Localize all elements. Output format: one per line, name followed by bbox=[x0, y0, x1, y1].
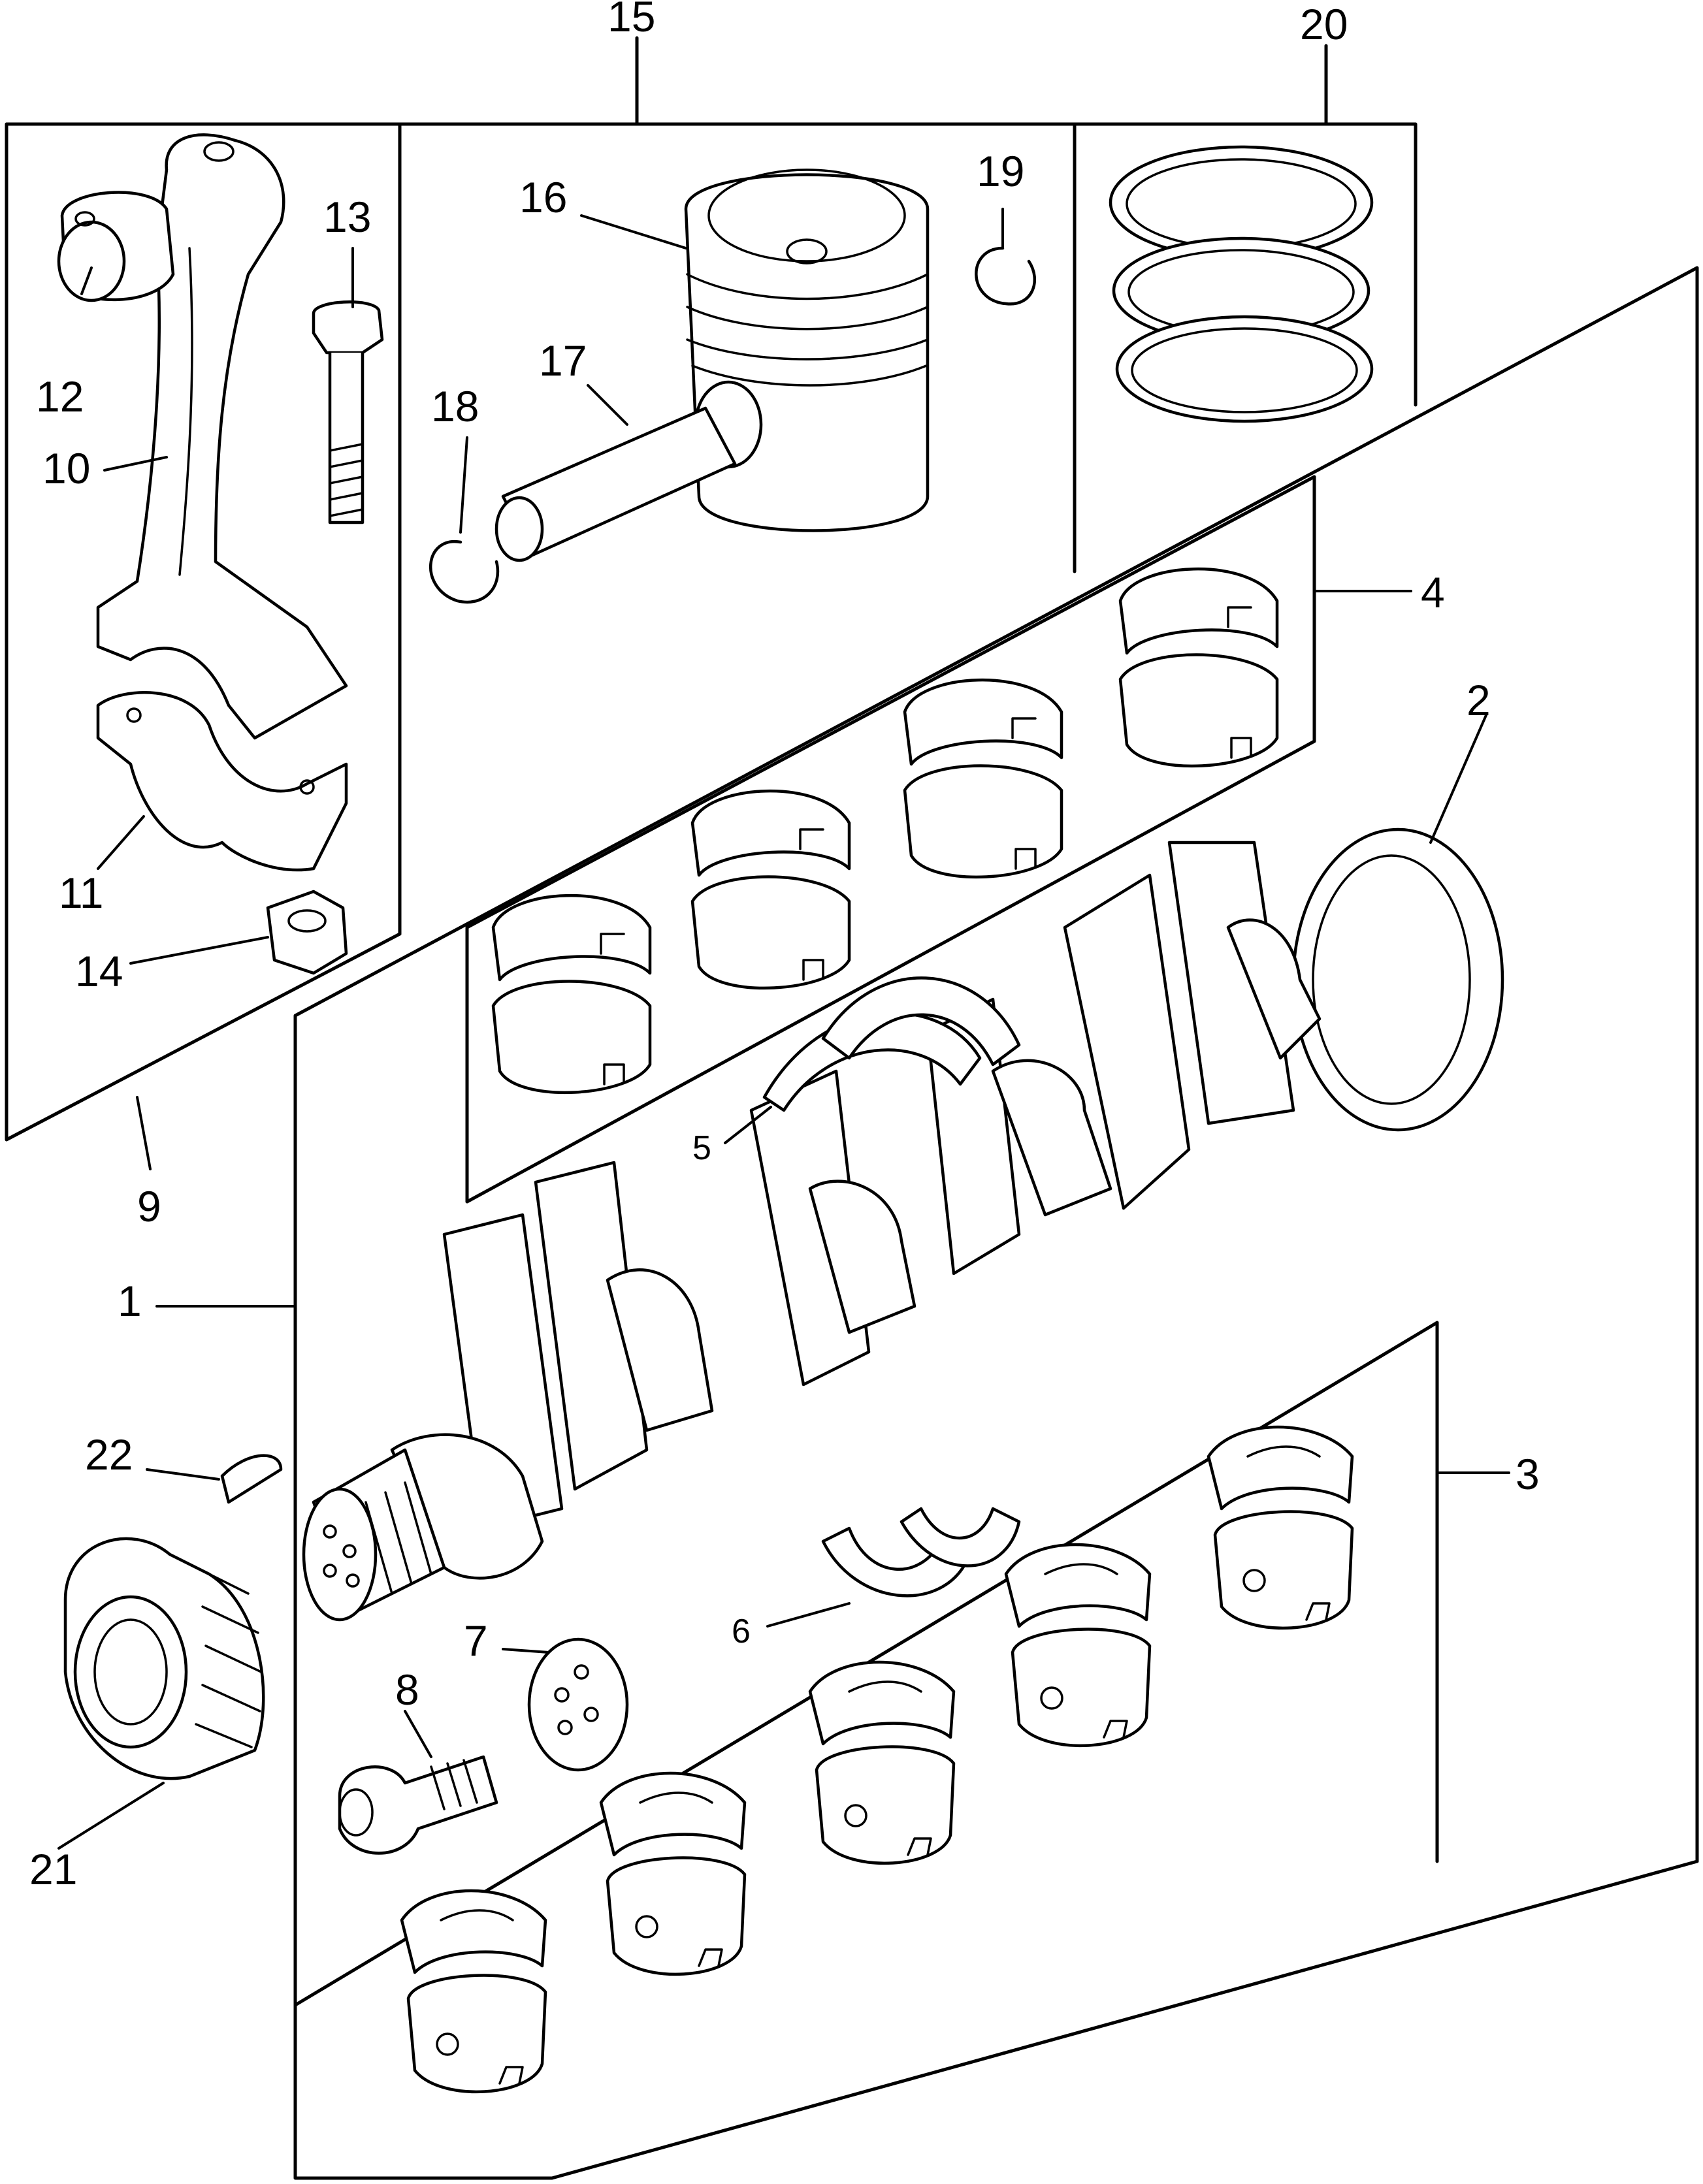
gear-and-key bbox=[63, 1454, 283, 1780]
callout-22: 22 bbox=[85, 1430, 133, 1479]
frame-crankshaft bbox=[293, 266, 1699, 2180]
circlip-left bbox=[429, 539, 500, 604]
callout-11: 11 bbox=[59, 869, 104, 917]
connecting-rod-bolt bbox=[312, 300, 384, 355]
frame-rings bbox=[1073, 122, 1418, 407]
callout-5: 5 bbox=[692, 1129, 711, 1167]
connecting-rod-group bbox=[57, 133, 384, 975]
piston bbox=[684, 173, 930, 532]
callout-12: 12 bbox=[36, 372, 84, 421]
piston-rings bbox=[1109, 145, 1374, 423]
callout-8: 8 bbox=[395, 1665, 419, 1714]
callout-13: 13 bbox=[323, 193, 371, 241]
crankshaft bbox=[302, 827, 1504, 1622]
callout-17: 17 bbox=[539, 336, 587, 385]
callout-19: 19 bbox=[977, 147, 1024, 195]
nose-hardware bbox=[338, 1637, 629, 1855]
main-bearing-shells bbox=[402, 1427, 1352, 2092]
callout-20: 20 bbox=[1300, 0, 1348, 48]
callout-15: 15 bbox=[608, 0, 655, 40]
callout-14: 14 bbox=[75, 947, 123, 995]
circlip-right bbox=[975, 246, 1037, 306]
thrust-washers bbox=[762, 976, 1021, 1598]
callout-16: 16 bbox=[519, 173, 567, 221]
callout-7: 7 bbox=[464, 1616, 488, 1665]
callout-9: 9 bbox=[137, 1182, 161, 1230]
callout-21: 21 bbox=[29, 1845, 77, 1893]
callout-10: 10 bbox=[42, 444, 90, 492]
callout-18: 18 bbox=[431, 382, 479, 430]
leader-lines bbox=[57, 208, 1510, 1850]
callout-labels: 15 20 13 16 19 12 17 18 10 4 2 11 14 5 9… bbox=[29, 0, 1540, 1893]
callout-1: 1 bbox=[118, 1277, 142, 1325]
callout-4: 4 bbox=[1421, 568, 1445, 617]
leader-9 bbox=[136, 1096, 152, 1170]
callout-3: 3 bbox=[1516, 1450, 1540, 1498]
connecting-rod-cap bbox=[96, 691, 348, 872]
callout-2: 2 bbox=[1467, 676, 1491, 724]
frame-conrod-bearings bbox=[465, 475, 1316, 1204]
piston-group bbox=[429, 169, 1037, 604]
callout-6: 6 bbox=[732, 1613, 751, 1650]
